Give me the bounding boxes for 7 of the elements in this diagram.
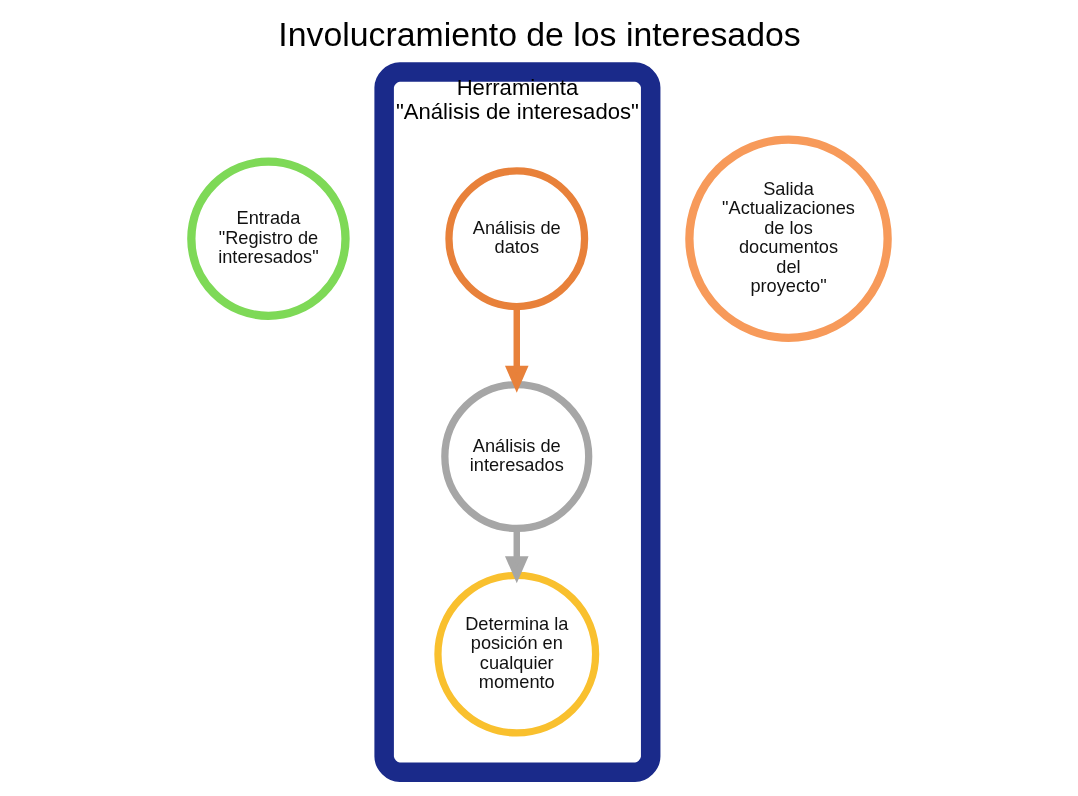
arrow	[504, 528, 529, 584]
node-circle: Determina la posición en cualquier momento	[433, 571, 599, 737]
node-circle: Análisis de interesados	[440, 381, 592, 533]
node-circle: Análisis de datos	[444, 167, 588, 311]
node-circle: Salida "Actualizaciones de los documentos del proyecto"	[684, 135, 892, 343]
node-circle: Entrada "Registro de interesados"	[186, 157, 350, 320]
diagram-title: Involucramiento de los interesados	[277, 14, 801, 53]
